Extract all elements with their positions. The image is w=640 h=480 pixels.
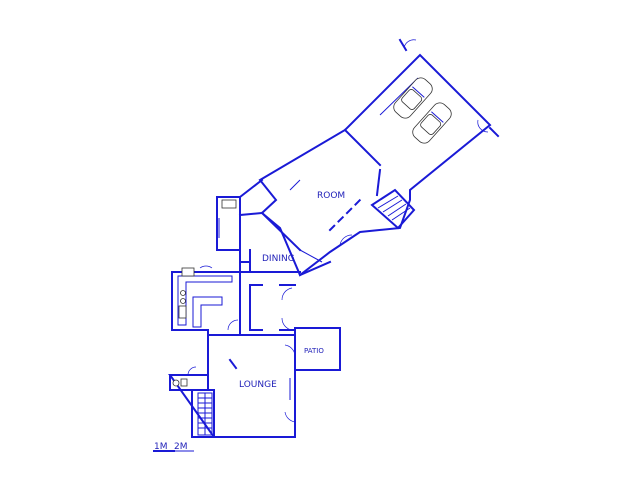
room-inner-wall-2	[375, 168, 382, 197]
hob-icon	[180, 298, 186, 304]
door-swing-passage-2	[281, 317, 293, 331]
appliance-icon	[181, 267, 195, 277]
wall-stub-right	[488, 126, 500, 138]
scale-bar: 1M 2M	[153, 442, 194, 452]
dining-angled-south	[298, 260, 332, 277]
scale-label-1m: 1M	[154, 442, 168, 452]
door-swing-passage	[281, 287, 293, 301]
dining-window	[299, 249, 323, 263]
sink-icon	[221, 199, 237, 209]
door-swing-right	[477, 119, 489, 133]
room-inner-wall	[343, 128, 382, 167]
angled-wall-b	[238, 211, 264, 217]
sink-icon	[178, 305, 187, 319]
basin-icon	[180, 378, 188, 387]
main-house	[168, 178, 341, 438]
hob-icon	[180, 290, 186, 296]
toilet-icon	[172, 379, 180, 387]
door-swing-lounge	[284, 411, 296, 423]
room-label-lounge: LOUNGE	[239, 380, 277, 390]
dining-north-wall	[260, 211, 302, 252]
room-label-dining: DINING	[262, 254, 295, 264]
room-label-room: ROOM	[317, 191, 345, 201]
door-swing-hall	[227, 319, 239, 331]
car-icon	[412, 102, 452, 144]
door-swing-bath	[187, 366, 197, 376]
garage-door-track	[419, 54, 486, 121]
garage-wing	[258, 38, 500, 277]
door-swing-room	[339, 234, 353, 246]
stair-upper	[370, 188, 416, 230]
door-swing-kitchen	[199, 265, 213, 269]
garage-room-outline	[258, 53, 492, 277]
door-swing-top	[403, 39, 417, 49]
angled-wall-a	[238, 178, 264, 199]
lounge-inner-stub	[228, 358, 238, 370]
kitchen-counter	[177, 275, 233, 326]
patio-outline	[294, 327, 341, 371]
kitchen-island	[192, 296, 223, 328]
door-swing-patio	[284, 344, 296, 356]
scale-label-2m: 2M	[174, 442, 188, 452]
room-opening	[328, 198, 362, 232]
room-window	[289, 179, 301, 191]
wall-stub-top	[398, 38, 408, 52]
car-icon	[393, 77, 433, 119]
room-label-patio: PATIO	[304, 347, 324, 355]
stair-lower	[197, 392, 213, 436]
